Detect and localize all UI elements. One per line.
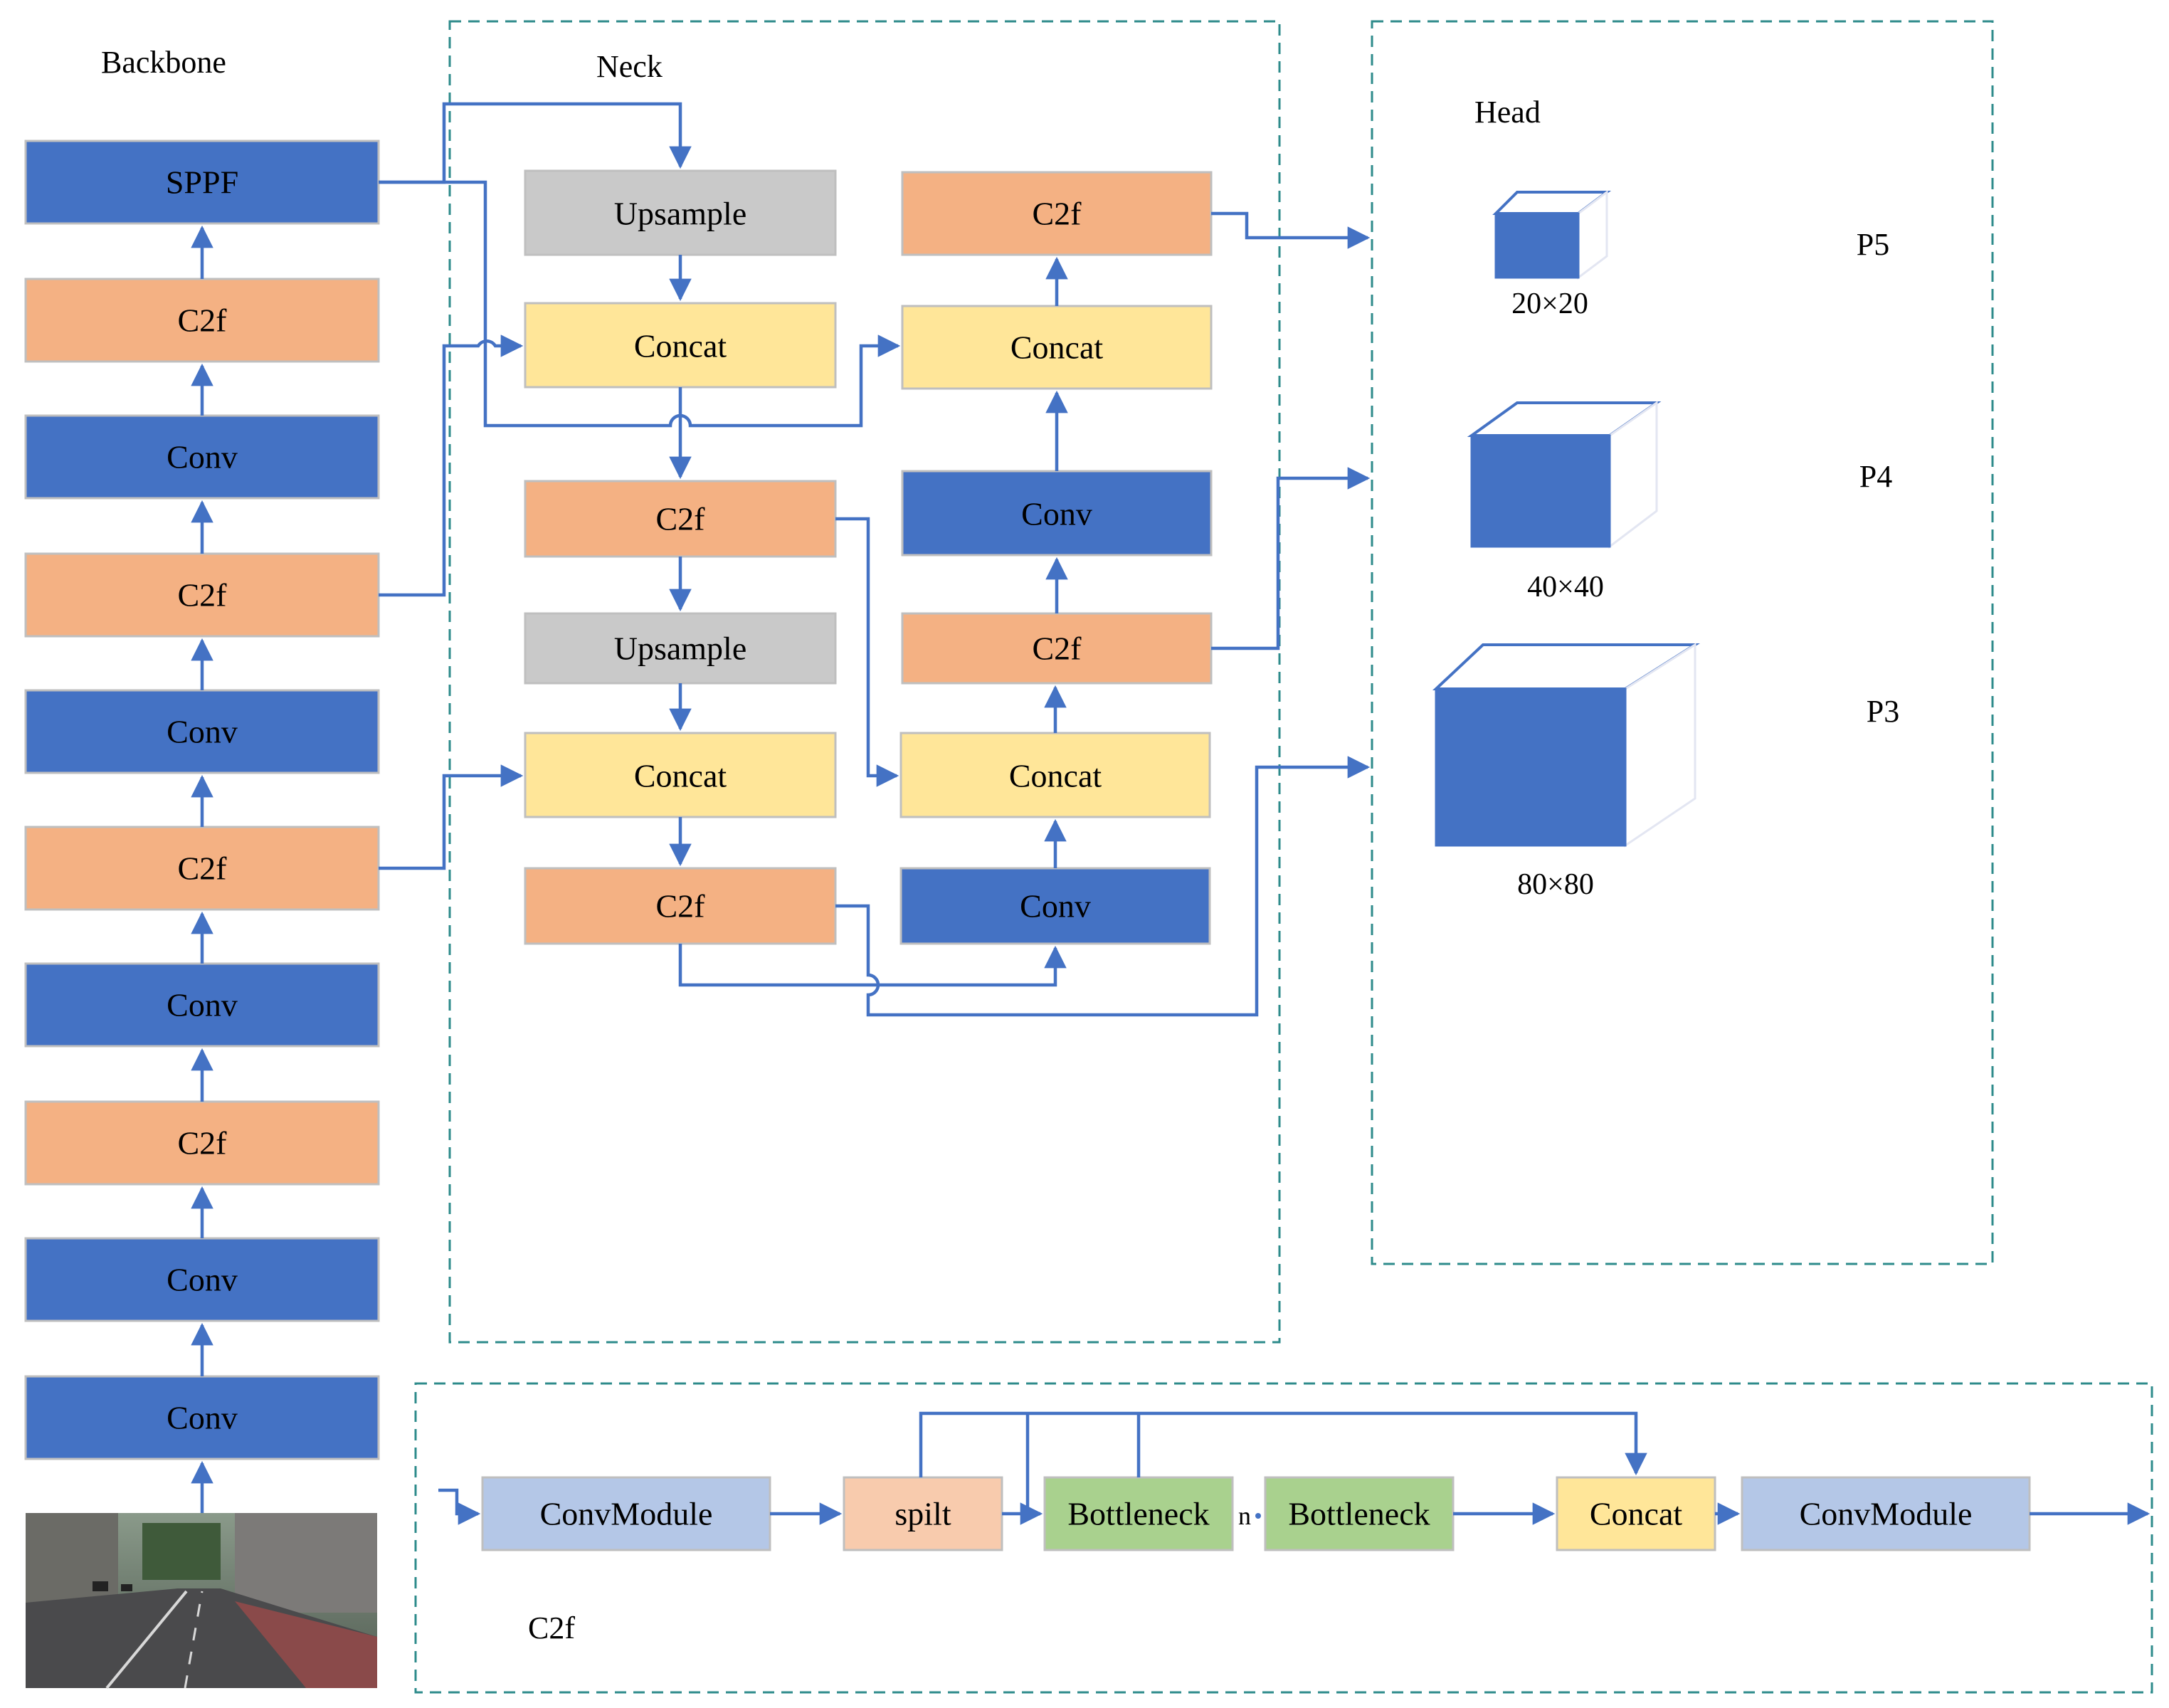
backbone-c2f-label: C2f	[178, 302, 228, 339]
head-p3-cube	[1432, 643, 1700, 848]
backbone-conv-block	[24, 962, 380, 1048]
c2f-bottleneck-label: Bottleneck	[1067, 1496, 1209, 1532]
c2f-repeat-dot	[1255, 1513, 1261, 1519]
neck-connections	[379, 102, 1371, 1017]
neck-c2f-label: C2f	[1033, 631, 1082, 667]
c2f-module-container	[414, 1382, 2153, 1694]
backbone-c2f-block	[24, 552, 380, 638]
backbone-c2f-block	[24, 826, 380, 911]
input-street-image	[26, 1513, 377, 1689]
backbone-conv-block	[24, 1237, 380, 1322]
c2f-concat-block	[1556, 1476, 1716, 1551]
c2f-repeat-label: n	[1238, 1502, 1251, 1530]
neck-conv-label: Conv	[1020, 888, 1091, 924]
head-p5-label: P5	[1857, 227, 1889, 262]
c2f-module-blocks: ConvModule spilt Bottleneck n Bottleneck…	[481, 1476, 2031, 1551]
head-p3-label: P3	[1867, 694, 1899, 729]
neck-concat-block	[524, 302, 837, 389]
backbone-conv-label: Conv	[167, 1400, 238, 1436]
c2f-bottleneck-block	[1043, 1476, 1234, 1551]
c2f-concat-label: Concat	[1590, 1496, 1683, 1532]
head-p5-size: 20×20	[1511, 288, 1588, 320]
c2f-bottleneck-block	[1264, 1476, 1455, 1551]
c2f-convmodule-block	[481, 1476, 771, 1551]
head-container	[1371, 20, 1994, 1265]
head-p3-size: 80×80	[1517, 868, 1594, 901]
neck-concat-block	[901, 305, 1213, 390]
c2f-convmodule-label: ConvModule	[1800, 1496, 1973, 1532]
head-p4-label: P4	[1859, 459, 1892, 494]
c2f-split-block	[843, 1476, 1003, 1551]
neck-concat-label: Concat	[634, 328, 727, 364]
backbone-c2f-block	[24, 1100, 380, 1186]
neck-concat-block	[524, 732, 837, 818]
backbone-c2f-label: C2f	[178, 577, 228, 613]
neck-right-column: C2f Concat Conv C2f Concat Conv	[899, 171, 1213, 945]
neck-c2f-block	[524, 867, 837, 945]
neck-container	[448, 20, 1281, 1344]
neck-c2f-label: C2f	[1033, 196, 1082, 232]
neck-concat-label: Concat	[634, 758, 727, 794]
c2f-convmodule-block	[1741, 1476, 2031, 1551]
head-p4-cube	[1467, 401, 1662, 549]
head-p5-cube	[1492, 190, 1611, 280]
neck-upsample-block	[524, 612, 837, 685]
neck-upsample-label: Upsample	[614, 196, 747, 232]
neck-c2f-block	[901, 171, 1213, 256]
backbone-conv-label: Conv	[167, 439, 238, 475]
c2f-module-connections	[438, 1411, 2150, 1525]
c2f-bottleneck-label: Bottleneck	[1288, 1496, 1430, 1532]
backbone-sppf-label: SPPF	[166, 164, 238, 201]
neck-c2f-label: C2f	[656, 501, 706, 537]
c2f-convmodule-label: ConvModule	[540, 1496, 713, 1532]
backbone-conv-block	[24, 689, 380, 774]
neck-conv-label: Conv	[1021, 496, 1092, 532]
neck-concat-block	[899, 732, 1211, 818]
backbone-blocks: SPPF C2f Conv C2f Conv C2f Conv C2f Conv…	[24, 139, 380, 1460]
backbone-c2f-label: C2f	[178, 850, 228, 887]
c2f-module-title: C2f	[528, 1611, 575, 1645]
neck-title: Neck	[596, 49, 663, 84]
backbone-title: Backbone	[101, 45, 226, 80]
neck-upsample-label: Upsample	[614, 631, 747, 667]
backbone-c2f-label: C2f	[178, 1125, 228, 1161]
head-title: Head	[1474, 95, 1541, 130]
head-p4-size: 40×40	[1527, 571, 1604, 603]
neck-concat-label: Concat	[1010, 330, 1104, 366]
neck-c2f-label: C2f	[656, 888, 706, 924]
neck-concat-label: Concat	[1009, 758, 1102, 794]
neck-upsample-block	[524, 169, 837, 256]
backbone-sppf-block	[24, 139, 380, 225]
neck-left-column: Upsample Concat C2f Upsample Concat C2f	[524, 169, 837, 945]
backbone-conv-block	[24, 414, 380, 500]
neck-c2f-block	[901, 612, 1213, 685]
neck-conv-block	[901, 470, 1213, 557]
neck-conv-block	[899, 867, 1211, 945]
c2f-split-label: spilt	[894, 1496, 951, 1532]
backbone-conv-label: Conv	[167, 987, 238, 1023]
backbone-conv-label: Conv	[167, 714, 238, 750]
backbone-conv-label: Conv	[167, 1262, 238, 1298]
neck-c2f-block	[524, 480, 837, 558]
